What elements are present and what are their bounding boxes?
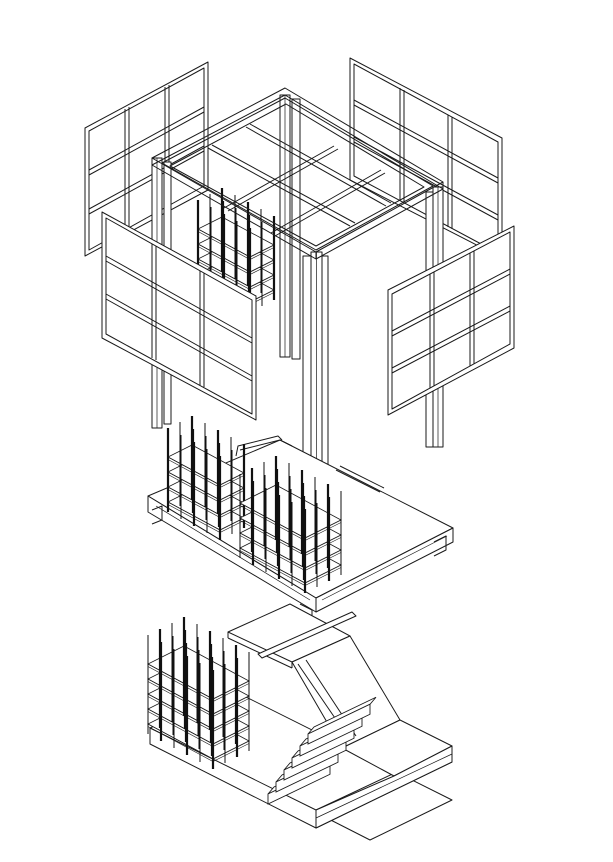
- shelving-ground: [147, 617, 250, 769]
- shelving-deck-left: [166, 416, 246, 540]
- shelf-unit: [196, 188, 276, 312]
- stair: [267, 696, 377, 805]
- wall-panel-back-left: [84, 61, 209, 257]
- stair-riser: [307, 703, 371, 745]
- wall-panel-front-right: [387, 225, 515, 416]
- shelf-unit: [166, 416, 246, 540]
- shelving-upper-small: [196, 188, 276, 312]
- shelf-unit: [147, 617, 250, 769]
- shelf-unit: [239, 456, 342, 593]
- roof-frame: [151, 87, 444, 260]
- shelving-deck-right: [239, 456, 342, 593]
- wall-panel-front-left: [101, 211, 257, 421]
